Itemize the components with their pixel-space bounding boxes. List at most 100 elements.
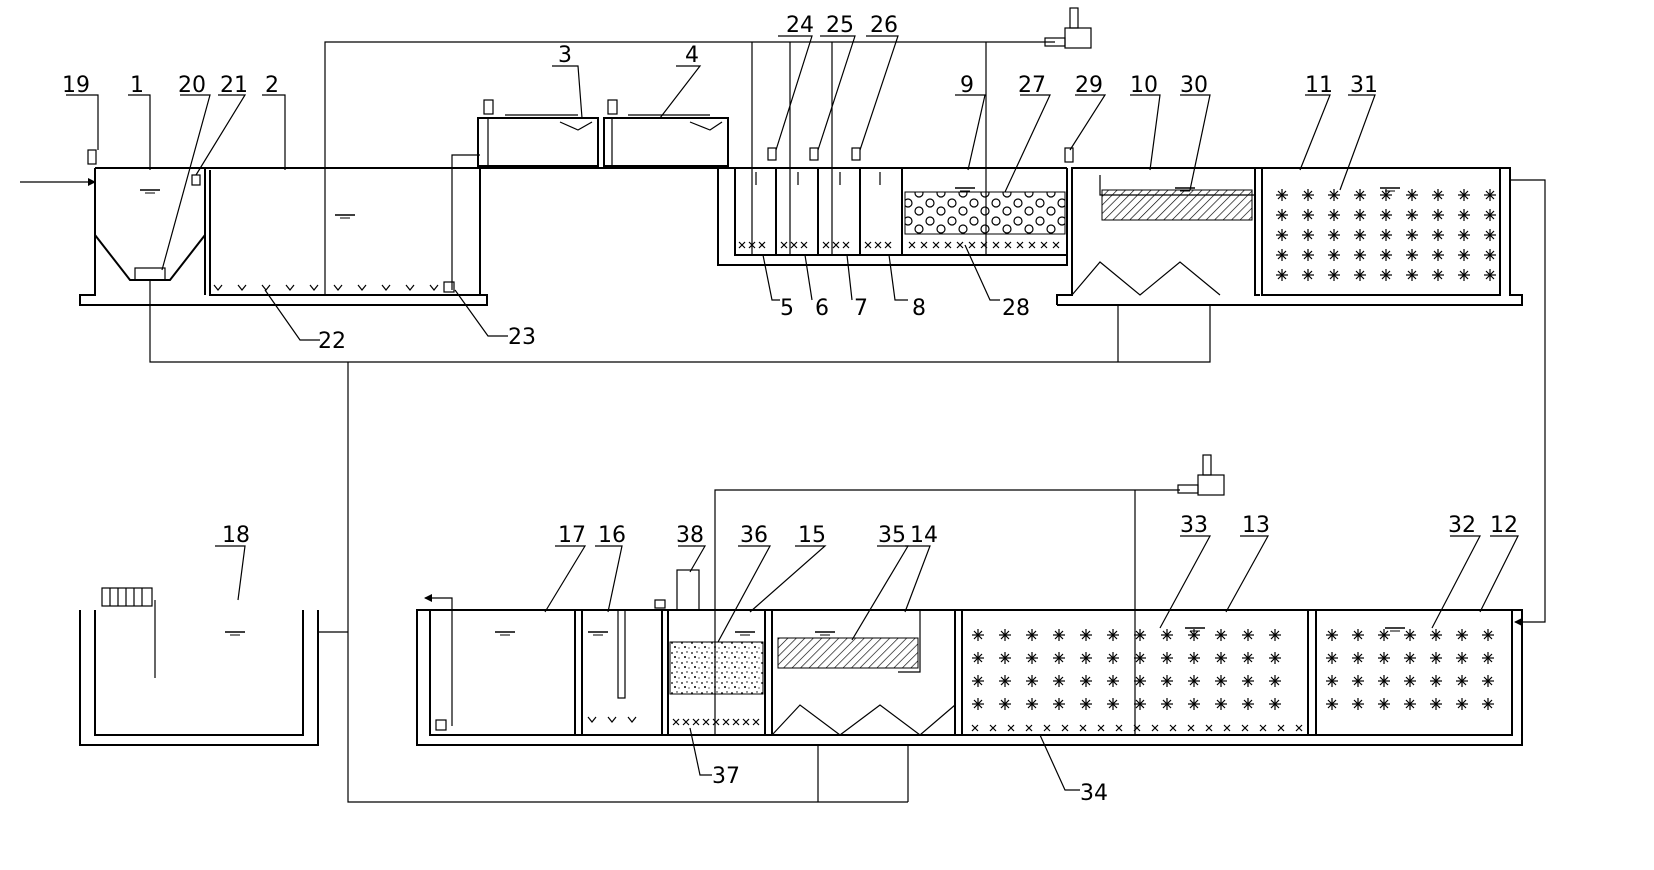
aeration-nozzle [1061,724,1069,732]
aeration-nozzle [682,718,690,726]
fill-media-element [1379,208,1393,222]
label-19: 19 [62,73,90,98]
fill-media-element [1052,651,1066,665]
label-15: 15 [798,523,826,548]
fill-media-element [1214,628,1228,642]
label-22: 22 [318,329,346,354]
fill-media-element [1325,697,1339,711]
label-20: 20 [178,73,206,98]
top-process-line [20,7,1546,803]
fill-media-element [1455,697,1469,711]
fill-media-element [1160,651,1174,665]
label-1: 1 [130,73,144,98]
dosing-motor-icon [676,569,700,611]
aeration-nozzle [1205,724,1213,732]
fill-media-element [1457,248,1471,262]
fill-media-element [1275,188,1289,202]
fill-media-element [1160,674,1174,688]
fill-media-element [998,697,1012,711]
label-32: 32 [1448,513,1476,538]
label-12: 12 [1490,513,1518,538]
fill-media-element [1268,674,1282,688]
aeration-nozzle [832,241,840,249]
aeration-nozzle [884,241,892,249]
fill-media-element [1187,674,1201,688]
fill-media-element [1106,628,1120,642]
fill-media-element [1483,248,1497,262]
fill-media-element [1327,188,1341,202]
tank-13-contact-oxidation [1184,627,1206,632]
fill-media-element [1403,651,1417,665]
aeration-nozzle [822,241,830,249]
fill-media-element [1133,628,1147,642]
diffuser [261,284,271,291]
label-8: 8 [912,296,926,321]
fill-media-element [998,651,1012,665]
aeration-nozzle [874,241,882,249]
fill-media-element [1325,628,1339,642]
diffuser [357,284,367,291]
sludge-main-pipe [347,362,909,803]
label-29: 29 [1075,73,1103,98]
aeration-nozzle [992,241,1000,249]
fill-media-element [1025,651,1039,665]
fill-media-element [1351,674,1365,688]
label-34: 34 [1080,781,1108,806]
fill-media-element [1429,651,1443,665]
aeration-nozzle [1052,241,1060,249]
diffuser [333,284,343,291]
reactor-3 [477,99,599,167]
label-35: 35 [878,523,906,548]
aeration-nozzle [1040,241,1048,249]
aeration-nozzle [722,718,730,726]
aeration-nozzle [1016,241,1024,249]
fill-media-element [1377,651,1391,665]
fill-media-element [1327,248,1341,262]
fill-media-element [1379,248,1393,262]
fill-media-element [1353,208,1367,222]
fill-media-element [1481,651,1495,665]
aeration-nozzle [672,718,680,726]
fill-media-element [1403,697,1417,711]
fill-media-element [1025,628,1039,642]
aeration-nozzle [1187,724,1195,732]
fill-media-element [1301,268,1315,282]
fill-media-element [1241,697,1255,711]
fill-media-element [1481,697,1495,711]
aerator-row-16 [587,716,637,723]
aeration-nozzle [702,718,710,726]
fill-media-element [1301,188,1315,202]
tank-14-settler [771,610,956,736]
fill-media-element [1187,697,1201,711]
label-13: 13 [1242,513,1270,538]
aeration-nozzle [692,718,700,726]
fill-media-element [1327,208,1341,222]
label-2: 2 [265,73,279,98]
fill-media-element [1429,628,1443,642]
fill-media-element [1353,268,1367,282]
fill-media-element [998,674,1012,688]
fill-media-33 [971,628,1282,711]
fill-media-element [1214,674,1228,688]
aeration-nozzle [1004,241,1012,249]
fill-media-element [1275,268,1289,282]
fill-media-element [1431,228,1445,242]
fill-media-element [1025,697,1039,711]
fill-media-element [1405,228,1419,242]
fill-media-element [1301,208,1315,222]
fill-media-element [971,697,985,711]
fill-media-element [1351,697,1365,711]
fill-media-element [1483,208,1497,222]
aeration-nozzle [908,241,916,249]
aeration-nozzle [1115,724,1123,732]
diffuser [429,284,439,291]
label-28: 28 [1002,296,1030,321]
fill-media-element [1483,228,1497,242]
aeration-nozzle [742,718,750,726]
tank-16 [587,609,626,699]
fill-media-element [1457,208,1471,222]
fill-media-element [971,628,985,642]
sludge-pump-20 [134,267,166,281]
label-7: 7 [854,296,868,321]
